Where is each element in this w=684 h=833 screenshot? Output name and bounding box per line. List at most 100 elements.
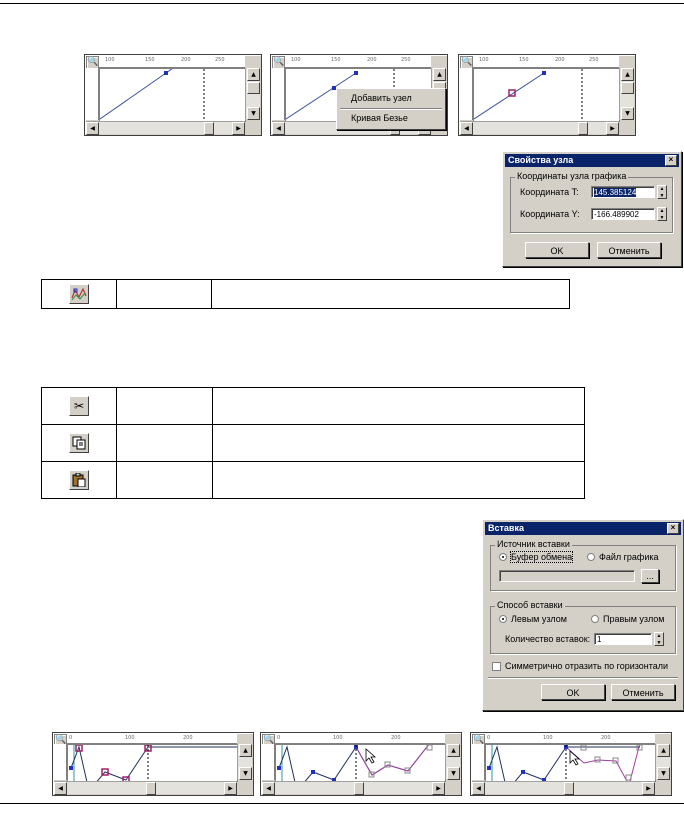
- radio-right-node-label[interactable]: Правым узлом: [603, 614, 665, 624]
- scroll-thumb[interactable]: [204, 122, 214, 135]
- scroll-down-button[interactable]: ▼: [447, 767, 460, 780]
- vertical-scrollbar[interactable]: ▲ ▼: [655, 744, 670, 780]
- paste-icon[interactable]: [69, 470, 89, 490]
- menu-item-bezier[interactable]: Кривая Безье: [351, 113, 408, 123]
- scroll-right-button[interactable]: ▶: [642, 782, 655, 795]
- scroll-left-button[interactable]: ◀: [54, 782, 67, 795]
- edit-tools-table: ✂: [41, 387, 585, 499]
- browse-button[interactable]: ...: [641, 569, 659, 583]
- source-group: Источник вставки Буфер обмена Файл графи…: [490, 539, 676, 591]
- scroll-right-button[interactable]: ▶: [224, 782, 237, 795]
- method-group: Способ вставки Левым узлом Правым узлом …: [490, 600, 676, 654]
- radio-left-node[interactable]: [499, 615, 507, 623]
- cancel-button[interactable]: Отменить: [611, 684, 675, 700]
- tick-label: 0: [69, 735, 73, 741]
- plot-area[interactable]: [275, 744, 446, 782]
- mirror-label[interactable]: Симметрично отразить по горизонтали: [505, 661, 669, 671]
- curve-node: [487, 766, 491, 770]
- scroll-left-button[interactable]: ◀: [460, 122, 473, 135]
- plot-area[interactable]: [99, 68, 246, 122]
- horizontal-scrollbar[interactable]: ◀ ▶: [262, 781, 445, 795]
- coord-t-input[interactable]: 145.385124: [591, 186, 655, 198]
- vertical-scrollbar[interactable]: ▲ ▼: [245, 68, 260, 120]
- zoom-icon[interactable]: 🔍: [472, 734, 485, 747]
- vertical-scrollbar[interactable]: ▲ ▼: [237, 744, 252, 780]
- ok-button[interactable]: OK: [525, 242, 589, 258]
- coord-y-spinner[interactable]: ▲▼: [657, 207, 667, 221]
- group-label: Координаты узла графика: [515, 171, 629, 181]
- plot-area[interactable]: [67, 744, 238, 782]
- ruler-top: 0 100 200: [275, 734, 445, 744]
- table-row: [41, 461, 585, 499]
- plot-area[interactable]: [485, 744, 656, 782]
- tick-label: 100: [105, 57, 115, 63]
- scroll-thumb[interactable]: [354, 782, 364, 795]
- scissors-icon[interactable]: ✂: [69, 396, 89, 416]
- plot-area[interactable]: [473, 68, 620, 122]
- separator: [488, 677, 678, 679]
- scroll-up-button[interactable]: ▲: [247, 68, 260, 81]
- scroll-right-button[interactable]: ▶: [232, 122, 245, 135]
- close-icon[interactable]: ×: [667, 523, 679, 534]
- copy-icon[interactable]: [69, 433, 89, 453]
- scroll-up-button[interactable]: ▲: [447, 744, 460, 757]
- vertical-scrollbar[interactable]: ▲ ▼: [619, 68, 634, 120]
- radio-clipboard[interactable]: [499, 553, 507, 561]
- curve-node: [164, 71, 168, 75]
- cancel-button[interactable]: Отменить: [597, 242, 661, 258]
- scroll-right-button[interactable]: ▶: [606, 122, 619, 135]
- graph-window-6[interactable]: 🔍 0 100 200 ▲ ▼ ◀ ▶: [470, 732, 672, 796]
- scroll-thumb[interactable]: [578, 122, 588, 135]
- scroll-thumb[interactable]: [564, 782, 574, 795]
- radio-file[interactable]: [587, 553, 595, 561]
- radio-file-label[interactable]: Файл графика: [599, 552, 659, 562]
- tick-label: 150: [331, 57, 341, 63]
- curve-svg: [100, 69, 205, 121]
- count-input[interactable]: 1: [594, 633, 652, 645]
- scroll-up-button[interactable]: ▲: [657, 744, 670, 757]
- graph-window-5[interactable]: 🔍 0 100 200 ▲ ▼ ◀ ▶: [260, 732, 462, 796]
- table-row: ✂: [41, 387, 585, 425]
- graph-window-3[interactable]: 🔍 100 150 200 250 ▲ ▼ ◀ ▶: [458, 54, 636, 136]
- file-path-input[interactable]: [499, 570, 635, 582]
- graph-window-1[interactable]: 🔍 100 150 200 250 ▲ ▼ ◀ ▶: [84, 54, 262, 136]
- coord-t-spinner[interactable]: ▲▼: [657, 185, 667, 199]
- mirror-checkbox[interactable]: [492, 662, 501, 671]
- close-icon[interactable]: ×: [665, 155, 677, 166]
- scroll-down-button[interactable]: ▼: [239, 767, 252, 780]
- scroll-up-button[interactable]: ▲: [239, 744, 252, 757]
- coord-y-input[interactable]: -166.489902: [591, 208, 655, 220]
- selected-node: [368, 771, 375, 778]
- radio-left-node-label[interactable]: Левым узлом: [511, 614, 567, 624]
- radio-clipboard-label[interactable]: Буфер обмена: [509, 551, 574, 563]
- count-spinner[interactable]: ▲▼: [654, 632, 664, 646]
- scroll-up-button[interactable]: ▲: [621, 68, 634, 81]
- selected-node: [384, 761, 391, 768]
- horizontal-scrollbar[interactable]: ◀ ▶: [472, 781, 655, 795]
- scroll-thumb[interactable]: [146, 782, 156, 795]
- scroll-left-button[interactable]: ◀: [262, 782, 275, 795]
- scroll-thumb[interactable]: [247, 82, 260, 94]
- vertical-scrollbar[interactable]: ▲ ▼: [445, 744, 460, 780]
- menu-item-add-node[interactable]: Добавить узел: [351, 93, 412, 103]
- scroll-down-button[interactable]: ▼: [247, 107, 260, 120]
- scroll-left-button[interactable]: ◀: [86, 122, 99, 135]
- graph-window-4[interactable]: 🔍 0 100 200 ▲ ▼ ◀ ▶: [52, 732, 254, 796]
- horizontal-scrollbar[interactable]: ◀ ▶: [86, 121, 245, 135]
- curve-node: [542, 71, 546, 75]
- scroll-left-button[interactable]: ◀: [272, 122, 285, 135]
- curve-node: [332, 778, 336, 781]
- radio-right-node[interactable]: [591, 615, 599, 623]
- scroll-left-button[interactable]: ◀: [472, 782, 485, 795]
- horizontal-scrollbar[interactable]: ◀ ▶: [54, 781, 237, 795]
- scroll-thumb[interactable]: [621, 82, 634, 94]
- curve-line: [165, 69, 173, 74]
- ok-button[interactable]: OK: [541, 684, 605, 700]
- scroll-right-button[interactable]: ▶: [432, 782, 445, 795]
- coords-group: Координаты узла графика Координата T: 14…: [510, 171, 673, 233]
- curve-nodes-icon[interactable]: [69, 283, 89, 304]
- scroll-up-button[interactable]: ▲: [433, 68, 446, 81]
- scroll-down-button[interactable]: ▼: [657, 767, 670, 780]
- scroll-down-button[interactable]: ▼: [621, 107, 634, 120]
- horizontal-scrollbar[interactable]: ◀ ▶: [460, 121, 619, 135]
